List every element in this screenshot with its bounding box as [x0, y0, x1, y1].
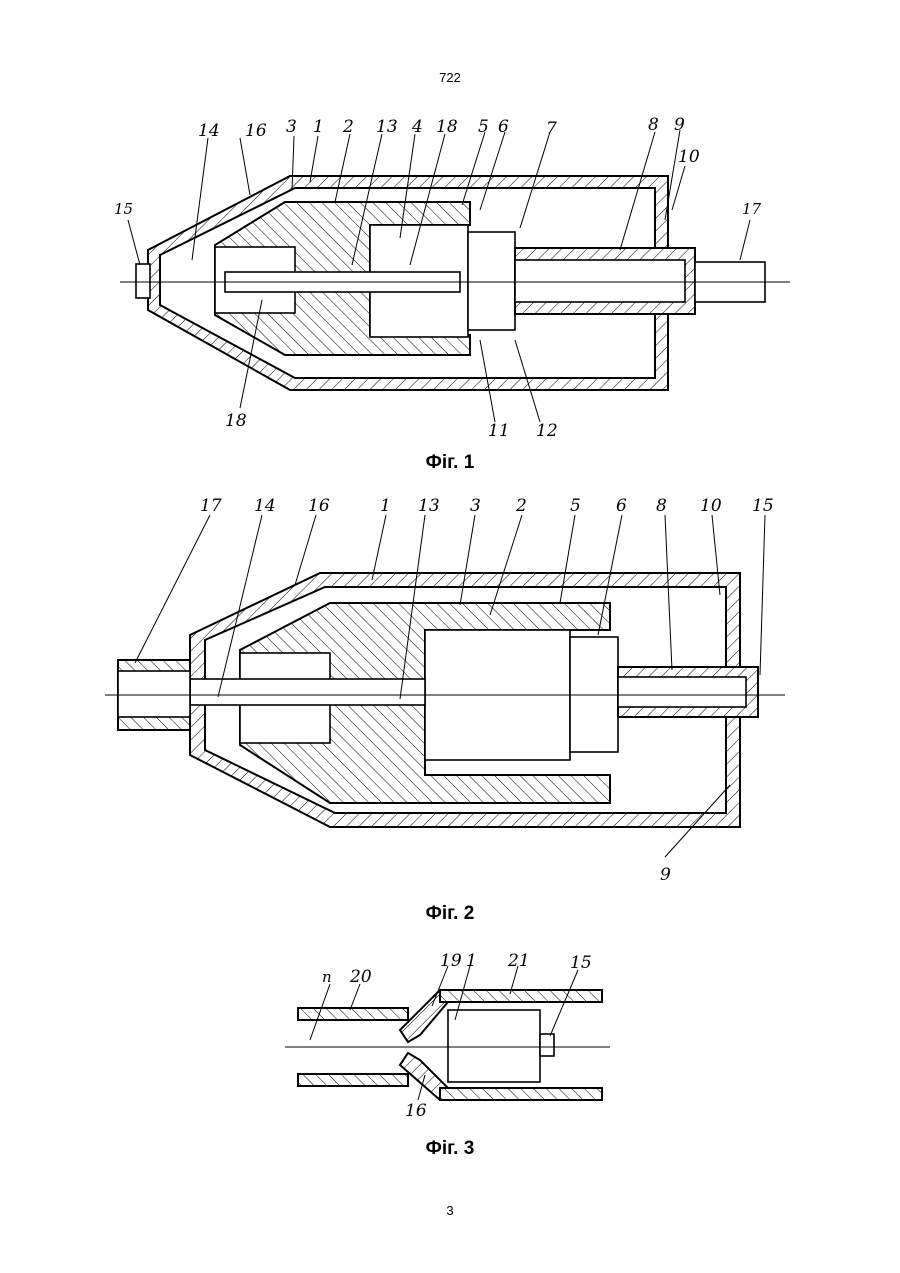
fig1-label-2: 2 — [342, 117, 354, 137]
fig3-label-19: 19 — [440, 951, 462, 971]
fig3-left-pipe-bottom — [298, 1074, 408, 1086]
fig1-label-17: 17 — [742, 200, 762, 218]
figure-3-caption: Фіг. 3 — [0, 1138, 900, 1160]
fig1-label-5: 5 — [478, 117, 489, 137]
fig2-label-2: 2 — [515, 496, 527, 516]
fig1-label-9: 9 — [674, 115, 685, 135]
fig3-label-20: 20 — [349, 967, 372, 987]
fig1-label-4: 4 — [411, 117, 423, 137]
fig1-label-8: 8 — [648, 115, 659, 135]
fig3-right-pipe-top — [440, 990, 602, 1002]
fig3-label-p: п — [322, 968, 332, 986]
fig1-label-18-bottom: 18 — [225, 411, 247, 431]
fig1-label-16: 16 — [245, 121, 267, 141]
fig1-nose — [136, 264, 150, 298]
fig1-label-1: 1 — [313, 117, 324, 137]
fig1-label-14: 14 — [198, 121, 220, 141]
fig2-label-5: 5 — [570, 496, 581, 516]
fig2-label-16: 16 — [308, 496, 330, 516]
fig3-label-15: 15 — [570, 953, 592, 973]
fig1-label-7: 7 — [546, 119, 557, 139]
fig1-label-11: 11 — [488, 421, 510, 441]
fig3-label-16: 16 — [405, 1101, 427, 1121]
fig3-device-body — [448, 1010, 540, 1082]
fig3-label-1: 1 — [466, 951, 477, 971]
fig3-right-pipe-bottom — [440, 1088, 602, 1100]
figure-1-caption: Фіг. 1 — [0, 452, 900, 474]
page-footer-number: 3 — [0, 1203, 900, 1218]
fig2-label-10: 10 — [700, 496, 722, 516]
fig1-label-18: 18 — [436, 117, 458, 137]
figure-3-drawing: п 20 19 1 21 15 16 — [0, 950, 900, 1125]
figure-2-caption: Фіг. 2 — [0, 903, 900, 925]
fig2-label-9: 9 — [660, 865, 671, 885]
fig1-pipe-bore — [515, 260, 685, 302]
fig1-label-13: 13 — [376, 117, 398, 137]
fig2-label-6: 6 — [616, 496, 627, 516]
fig2-label-8: 8 — [656, 496, 667, 516]
fig2-pipe-bore — [618, 677, 746, 707]
fig2-label-13: 13 — [418, 496, 440, 516]
fig1-label-15: 15 — [114, 200, 133, 218]
fig3-device-nose — [540, 1034, 554, 1056]
fig2-label-15: 15 — [752, 496, 774, 516]
fig1-label-6: 6 — [498, 117, 509, 137]
fig1-label-10: 10 — [678, 147, 700, 167]
fig2-label-14: 14 — [254, 496, 276, 516]
fig2-label-3: 3 — [470, 496, 481, 516]
figure-2-drawing: 17 14 16 1 13 3 2 5 6 8 10 15 9 — [0, 485, 900, 890]
figure-1-drawing: 14 16 3 1 2 13 4 18 5 6 7 8 9 10 15 17 1… — [0, 110, 900, 450]
fig2-label-1: 1 — [380, 496, 391, 516]
fig2-label-17: 17 — [200, 496, 222, 516]
fig1-label-3: 3 — [286, 117, 297, 137]
fig1-piston-ring — [468, 232, 515, 330]
fig2-rod — [155, 679, 425, 705]
fig3-label-21: 21 — [507, 951, 530, 971]
fig3-left-pipe-top — [298, 1008, 408, 1020]
page-header-number: 722 — [0, 70, 900, 85]
fig2-left-tube-bore — [118, 671, 190, 717]
fig1-label-12: 12 — [536, 421, 558, 441]
